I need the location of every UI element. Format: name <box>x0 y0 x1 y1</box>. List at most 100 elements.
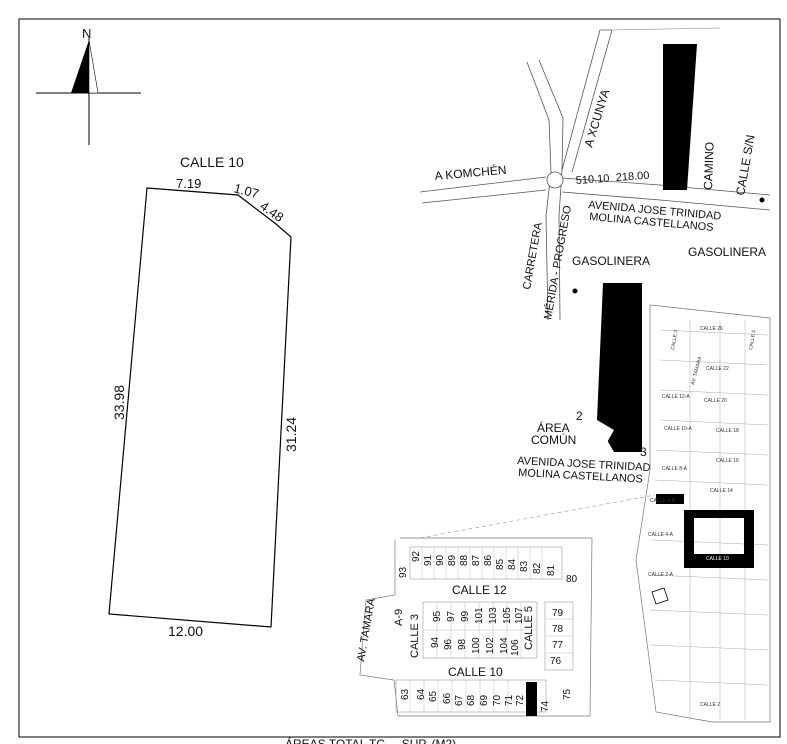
lot-82: 82 <box>532 562 543 574</box>
lot-94: 94 <box>430 636 441 648</box>
sub-label-1: CALLE 3 <box>670 329 679 350</box>
lot-102: 102 <box>485 637 496 654</box>
lot-88: 88 <box>459 554 470 566</box>
footer-text: ÁREAS TOTAL TC ... SUP. (M2) <box>285 736 456 744</box>
lot-right-side: 31.24 <box>283 417 299 452</box>
lot-89: 89 <box>447 554 458 566</box>
lot-64: 64 <box>416 688 427 700</box>
lot-plan: CALLE 10 7.19 1.07 4.48 33.98 31.24 12.0… <box>108 154 299 639</box>
lot-66: 66 <box>442 692 453 704</box>
lot-85: 85 <box>495 558 506 570</box>
block-calle-12: CALLE 12 <box>452 583 507 597</box>
a-komchen-label: A KOMCHÉN <box>434 162 507 183</box>
lot-street-label: CALLE 10 <box>180 154 244 170</box>
lot-106: 106 <box>510 639 521 656</box>
sub-label-10: CALLE 8-A <box>662 466 688 472</box>
lot-left-side: 33.98 <box>111 385 127 420</box>
sub-label-5: CALLE 12-A <box>662 394 690 400</box>
subdivision-dark-block-3 <box>744 518 754 554</box>
lot-98: 98 <box>457 638 468 650</box>
lot-72: 72 <box>515 694 526 706</box>
sub-label-0: CALLE 26 <box>700 326 723 332</box>
lot-81: 81 <box>546 564 557 576</box>
block-a9: A-9 <box>393 609 405 626</box>
lot-71: 71 <box>504 694 515 706</box>
sub-label-12: CALLE 6-A <box>650 498 676 504</box>
lot-83: 83 <box>519 560 530 572</box>
lot-90: 90 <box>435 554 446 566</box>
lot-107: 107 <box>514 607 525 624</box>
lot-75: 75 <box>562 688 573 700</box>
sub-label-7: CALLE 18 <box>716 428 739 434</box>
block-calle-3: CALLE 3 <box>409 614 421 658</box>
sub-label-15: CALLE 10 <box>706 556 729 562</box>
lot-86: 86 <box>483 554 494 566</box>
marker-2-label: 2 <box>576 409 583 423</box>
block-plan: CALLE 12 CALLE 10 CALLE 3 CALLE 5 A-9 AV… <box>355 537 593 717</box>
lot-97: 97 <box>446 610 457 622</box>
block-av-tamara: AV. TAMARA <box>355 597 378 663</box>
lot-87: 87 <box>471 554 482 566</box>
a-xcunya-label: A XCUNYA <box>581 88 612 149</box>
subdivision-dark-block-5 <box>656 494 684 504</box>
lot-67: 67 <box>454 694 465 706</box>
lot-76: 76 <box>550 656 562 667</box>
lot-96: 96 <box>443 638 454 650</box>
gasolinera-right-label: GASOLINERA <box>688 245 766 259</box>
lot-69: 69 <box>479 694 490 706</box>
camino-label: CAMINO <box>701 142 717 190</box>
lot-79: 79 <box>552 608 564 619</box>
north-label: N <box>82 26 91 41</box>
lot-top-segment-1: 7.19 <box>176 176 201 191</box>
subdivision-dark-block-4 <box>684 554 754 568</box>
lot-top-segment-2: 1.07 <box>232 180 260 201</box>
sub-label-13: CALLE 12 <box>706 522 729 528</box>
lot-65: 65 <box>428 690 439 702</box>
sub-label-3: CALLE 22 <box>706 366 729 372</box>
sub-label-16: CALLE 2-A <box>648 572 674 578</box>
calle-sn-marker <box>759 197 765 203</box>
lot-70: 70 <box>492 694 503 706</box>
sub-label-2: CALLE 5 <box>748 329 757 350</box>
subdivision-map: CALLE 26 CALLE 3 CALLE 5 CALLE 22 AV. TA… <box>635 304 771 723</box>
dark-plot-top <box>663 44 697 190</box>
lot-80: 80 <box>566 574 578 585</box>
north-arrow-icon <box>36 38 141 145</box>
lot-92: 92 <box>411 550 422 562</box>
sub-label-9: CALLE 16 <box>716 458 739 464</box>
lot-104: 104 <box>499 637 510 654</box>
lot-93: 93 <box>398 566 409 578</box>
area-comun-label-2: COMÚN <box>531 432 576 447</box>
lot-68: 68 <box>466 694 477 706</box>
calle-sn-label: CALLE S/N <box>733 134 757 197</box>
highlighted-lot-74 <box>526 682 537 716</box>
lot-95: 95 <box>432 610 443 622</box>
sub-label-17: CALLE 2 <box>700 702 720 708</box>
lot-74: 74 <box>540 700 551 712</box>
lot-101: 101 <box>474 607 485 624</box>
lot-78: 78 <box>552 624 564 635</box>
distance-1-label: 510.10 <box>575 173 609 187</box>
lot-77: 77 <box>552 640 564 651</box>
lot-103: 103 <box>488 607 499 624</box>
gasolinera-left-label: GASOLINERA <box>572 254 650 268</box>
sub-label-11: CALLE 14 <box>710 488 733 494</box>
lot-outline <box>108 187 292 628</box>
lot-bottom-side: 12.00 <box>168 623 203 639</box>
lot-100: 100 <box>471 637 482 654</box>
dark-plot-main <box>597 283 642 452</box>
block-calle-5: CALLE 5 <box>523 606 535 650</box>
subdivision-dark-block-1 <box>684 510 754 518</box>
plan-frame <box>18 18 781 738</box>
gasolinera-left-marker <box>572 288 578 294</box>
marker-3-label: 3 <box>640 445 647 459</box>
sub-label-14: CALLE 4-A <box>648 532 674 538</box>
subdivision-dark-block-2 <box>684 518 694 554</box>
lot-84: 84 <box>507 558 518 570</box>
lot-91: 91 <box>423 554 434 566</box>
carretera-label-1: CARRETERA <box>521 221 545 291</box>
lot-63: 63 <box>400 688 411 700</box>
block-calle-10: CALLE 10 <box>448 665 503 679</box>
lot-99: 99 <box>460 610 471 622</box>
